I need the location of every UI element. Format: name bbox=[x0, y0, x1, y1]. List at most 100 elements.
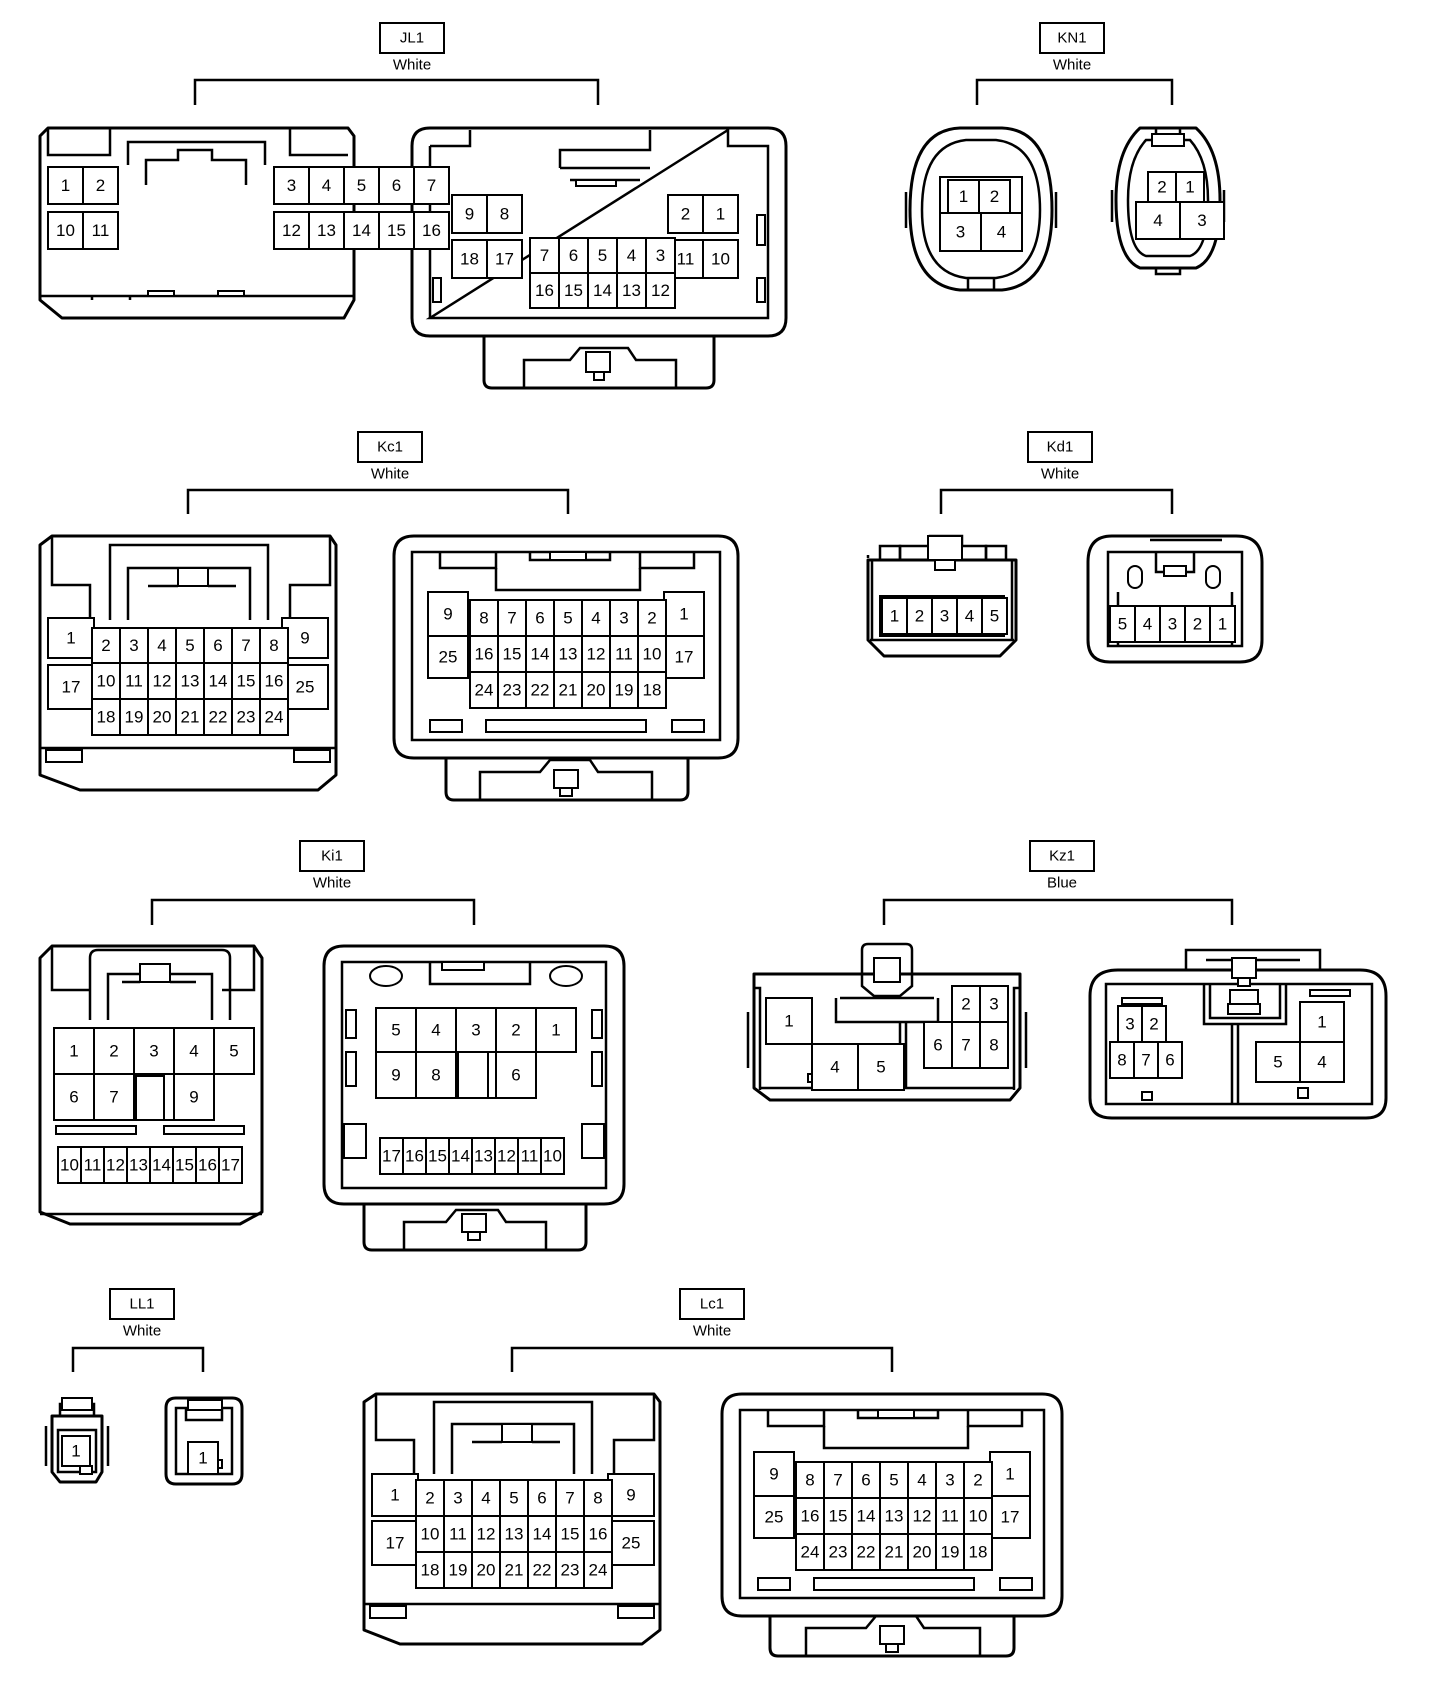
pin-label: 6 bbox=[535, 609, 544, 628]
pin-kz1-male-3: 3 bbox=[979, 985, 1009, 1023]
pin-label: 24 bbox=[265, 708, 284, 727]
pin-lc1-female-15: 15 bbox=[823, 1497, 853, 1535]
pin-kc1-male-5: 5 bbox=[175, 627, 205, 664]
pin-lc1-male-20: 20 bbox=[471, 1551, 501, 1589]
tag-box-kz1 bbox=[1029, 840, 1095, 872]
pin-kz1-female-4: 4 bbox=[1299, 1041, 1345, 1083]
tag-label-lc1: Lc1 bbox=[700, 1296, 724, 1313]
pin-lc1-female-24: 24 bbox=[795, 1533, 825, 1571]
pins-layer: 1289101117183456712131415169821181711107… bbox=[47, 166, 1345, 1589]
pin-label: 25 bbox=[439, 648, 458, 667]
pin-label: 9 bbox=[465, 205, 474, 224]
pin-label: 4 bbox=[997, 223, 1006, 242]
pin-lc1-male-16: 16 bbox=[583, 1515, 613, 1553]
pin-label: 19 bbox=[615, 681, 634, 700]
pin-label: 16 bbox=[535, 281, 554, 300]
pin-ki1-male-13: 13 bbox=[126, 1146, 151, 1184]
pin-ki1-female-14: 14 bbox=[448, 1137, 473, 1175]
pin-label: 14 bbox=[531, 645, 550, 664]
pin-ki1-female-9: 9 bbox=[375, 1051, 417, 1099]
pin-label: 4 bbox=[965, 607, 974, 626]
pin-label: 2 bbox=[96, 176, 105, 195]
pin-kd1-male-3: 3 bbox=[931, 597, 958, 635]
pin-label: 10 bbox=[60, 1156, 79, 1175]
pin-label: 5 bbox=[229, 1042, 238, 1061]
pin-label: 9 bbox=[769, 1465, 778, 1484]
pin-kc1-female-5: 5 bbox=[553, 599, 583, 637]
bracket-kd1 bbox=[939, 488, 1174, 514]
pin-label: 8 bbox=[500, 205, 509, 224]
pin-jl1-male-12: 12 bbox=[273, 211, 310, 250]
pin-kc1-female-25: 25 bbox=[427, 635, 469, 679]
pin-label: 8 bbox=[593, 1489, 602, 1508]
pin-jl1-male-16: 16 bbox=[413, 211, 450, 250]
pin-kz1-female-6: 6 bbox=[1157, 1041, 1183, 1079]
pin-jl1-female-1: 1 bbox=[702, 194, 739, 234]
pin-kz1-male-7: 7 bbox=[951, 1021, 981, 1069]
pin-label: 5 bbox=[876, 1058, 885, 1077]
pin-ki1-female-1: 1 bbox=[535, 1007, 577, 1053]
pin-label: 14 bbox=[857, 1507, 876, 1526]
pin-kd1-female-2: 2 bbox=[1184, 605, 1211, 643]
pin-kn1-female-2: 2 bbox=[1147, 171, 1177, 203]
pin-ki1-female-16: 16 bbox=[402, 1137, 427, 1175]
pin-kn1-female-4: 4 bbox=[1135, 201, 1181, 240]
pin-lc1-male-6: 6 bbox=[527, 1479, 557, 1517]
pin-kd1-male-1: 1 bbox=[881, 597, 908, 635]
pin-label: 12 bbox=[153, 672, 172, 691]
pin-kc1-female-13: 13 bbox=[553, 635, 583, 673]
pin-label: 5 bbox=[990, 607, 999, 626]
pin-kz1-female-3: 3 bbox=[1117, 1005, 1143, 1043]
pin-label: 17 bbox=[386, 1534, 405, 1553]
pin-label: 2 bbox=[973, 1471, 982, 1490]
pin-lc1-male-4: 4 bbox=[471, 1479, 501, 1517]
pin-lc1-male-23: 23 bbox=[555, 1551, 585, 1589]
pin-lc1-male-21: 21 bbox=[499, 1551, 529, 1589]
pin-kc1-female-21: 21 bbox=[553, 671, 583, 709]
pin-kc1-female-22: 22 bbox=[525, 671, 555, 709]
color-label-lc1: White bbox=[693, 1323, 731, 1340]
pin-label: 1 bbox=[784, 1012, 793, 1031]
pin-label: 4 bbox=[917, 1471, 926, 1490]
pin-label: 22 bbox=[209, 708, 228, 727]
pin-jl1-female-10: 10 bbox=[702, 239, 739, 279]
pin-label: 4 bbox=[189, 1042, 198, 1061]
pin-label: 21 bbox=[885, 1543, 904, 1562]
pin-lc1-female-13: 13 bbox=[879, 1497, 909, 1535]
pin-label: 12 bbox=[651, 281, 670, 300]
pin-label: 1 bbox=[1005, 1465, 1014, 1484]
pin-lc1-male-5: 5 bbox=[499, 1479, 529, 1517]
pin-label: 2 bbox=[990, 187, 999, 206]
pin-ki1-male-17: 17 bbox=[218, 1146, 243, 1184]
pin-kc1-male-11: 11 bbox=[119, 662, 149, 700]
pin-kc1-female-1: 1 bbox=[663, 591, 705, 637]
pin-kc1-female-24: 24 bbox=[469, 671, 499, 709]
pin-ki1-male-10: 10 bbox=[57, 1146, 82, 1184]
pin-jl1-male-4: 4 bbox=[308, 166, 345, 205]
pin-label: 6 bbox=[392, 176, 401, 195]
pin-kc1-female-3: 3 bbox=[609, 599, 639, 637]
pin-label: 4 bbox=[830, 1058, 839, 1077]
pin-label: 6 bbox=[537, 1489, 546, 1508]
pin-jl1-male-14: 14 bbox=[343, 211, 380, 250]
pin-label: 5 bbox=[889, 1471, 898, 1490]
pin-kc1-male-15: 15 bbox=[231, 662, 261, 700]
pin-ki1-male-1: 1 bbox=[53, 1027, 95, 1075]
pin-label: 4 bbox=[1317, 1053, 1326, 1072]
tag-label-kz1: Kz1 bbox=[1049, 848, 1075, 865]
pin-kz1-male-8: 8 bbox=[979, 1021, 1009, 1069]
pin-lc1-female-12: 12 bbox=[907, 1497, 937, 1535]
pin-jl1-female-18: 18 bbox=[451, 239, 488, 279]
connector-body-kc1-male bbox=[38, 534, 338, 792]
pin-label: 19 bbox=[449, 1561, 468, 1580]
bracket-ki1 bbox=[150, 898, 476, 925]
group-header-kc1: Kc1 White bbox=[186, 431, 570, 514]
pin-label: 1 bbox=[959, 187, 968, 206]
pin-label: 8 bbox=[479, 609, 488, 628]
pin-label: 15 bbox=[829, 1507, 848, 1526]
pin-lc1-female-2: 2 bbox=[963, 1461, 993, 1499]
pin-ki1-male-14: 14 bbox=[149, 1146, 174, 1184]
pin-jl1-female-17: 17 bbox=[486, 239, 523, 279]
pin-label: 5 bbox=[1273, 1053, 1282, 1072]
pin-label: 23 bbox=[561, 1561, 580, 1580]
